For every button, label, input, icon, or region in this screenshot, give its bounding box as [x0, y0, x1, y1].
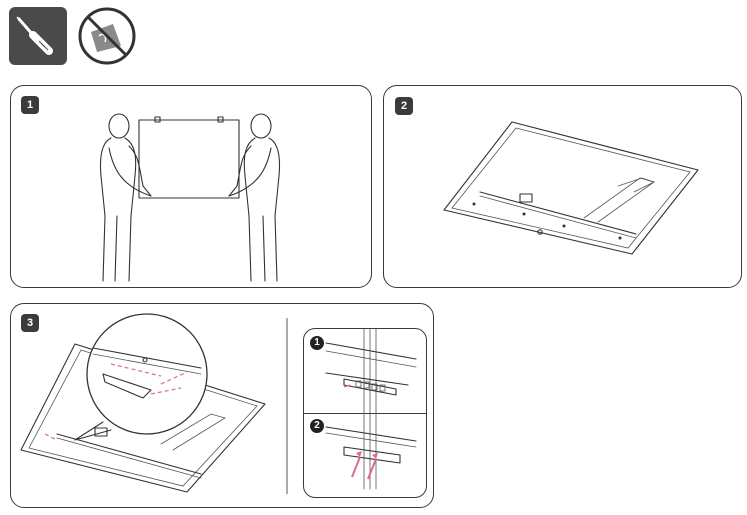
tv-face-down-illustration	[443, 121, 699, 255]
step-3-badge: 3	[21, 314, 39, 332]
step-1-badge: 1	[21, 96, 39, 114]
substep-1-badge: 1	[310, 336, 324, 350]
substep-2-badge: 2	[310, 419, 324, 433]
bracket-mounting-illustration	[20, 313, 288, 494]
step-2-badge: 2	[395, 97, 413, 115]
bracket-attach-detail	[325, 328, 417, 490]
no-lift-icon	[77, 6, 137, 66]
step-2-panel: 2	[383, 85, 742, 288]
substep-detail-box: 1 2	[303, 328, 427, 498]
step-3-panel: 3 1 2	[10, 303, 434, 508]
screwdriver-icon	[9, 7, 67, 65]
two-people-lifting-tv-illustration	[99, 113, 281, 282]
step-1-panel: 1	[10, 85, 372, 288]
